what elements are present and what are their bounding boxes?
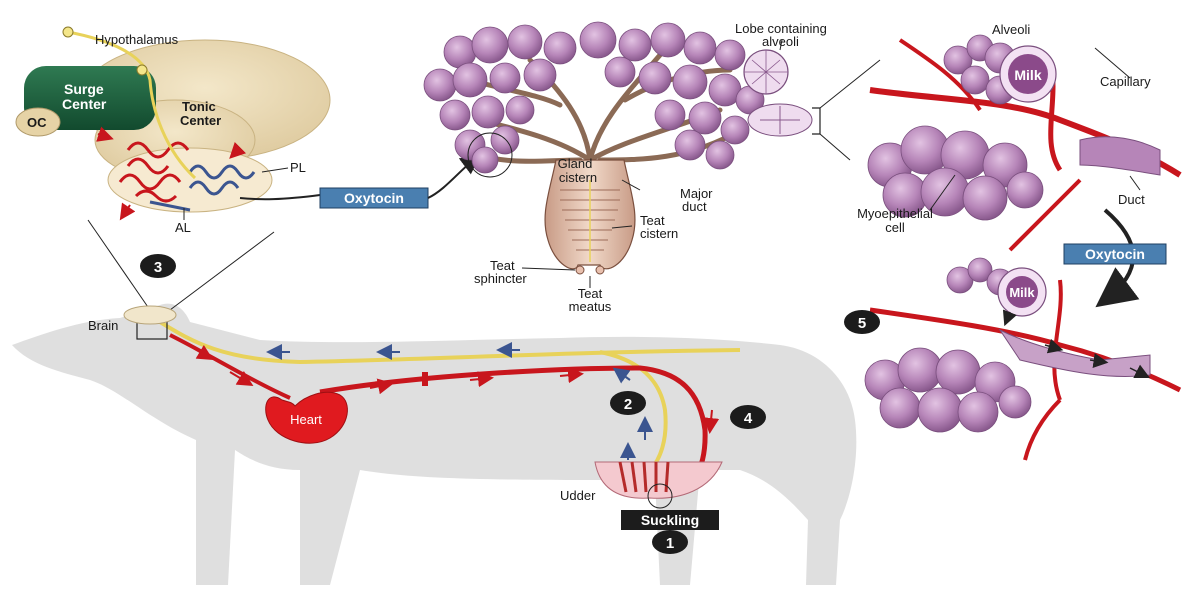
label-alveoli: Alveoli <box>992 22 1030 37</box>
mammary-gland-illustration <box>424 22 880 288</box>
svg-text:Oxytocin: Oxytocin <box>1085 246 1145 262</box>
svg-text:1: 1 <box>666 535 674 552</box>
label-capillary: Capillary <box>1100 74 1151 89</box>
label-surge-center-line2: Center <box>62 96 107 112</box>
label-duct: Duct <box>1118 192 1145 207</box>
svg-text:2: 2 <box>624 396 632 413</box>
step-2-badge: 2 <box>610 391 646 415</box>
svg-text:4: 4 <box>744 410 753 427</box>
label-cell: cell <box>885 220 905 235</box>
suckling-badge: Suckling <box>621 510 719 530</box>
label-alveoli-lobe: alveoli <box>762 34 799 49</box>
label-duct-major: duct <box>682 199 707 214</box>
label-milk-top: Milk <box>1014 67 1041 83</box>
label-cistern-gland: cistern <box>559 170 597 185</box>
label-al: AL <box>175 220 191 235</box>
label-gland: Gland <box>558 156 593 171</box>
pituitary-gland <box>108 148 272 212</box>
label-surge-center-line1: Surge <box>64 81 104 97</box>
label-meatus: meatus <box>569 299 612 314</box>
step-3-badge: 3 <box>140 254 176 278</box>
label-oc: OC <box>27 115 47 130</box>
oxytocin-badge-top: Oxytocin <box>320 188 428 208</box>
step-4-badge: 4 <box>730 405 766 429</box>
label-myoepithelial: Myoepithelial <box>857 206 933 221</box>
label-brain: Brain <box>88 318 118 333</box>
svg-text:Suckling: Suckling <box>641 512 699 528</box>
label-cistern-teat: cistern <box>640 226 678 241</box>
label-heart: Heart <box>290 412 322 427</box>
svg-text:5: 5 <box>858 315 866 332</box>
label-sphincter: sphincter <box>474 271 527 286</box>
svg-text:3: 3 <box>154 259 162 276</box>
oxytocin-badge-right: Oxytocin <box>1064 244 1166 264</box>
label-hypothalamus: Hypothalamus <box>95 32 179 47</box>
svg-text:Oxytocin: Oxytocin <box>344 190 404 206</box>
label-pl: PL <box>290 160 306 175</box>
label-milk-bottom: Milk <box>1009 285 1035 300</box>
step-1-badge: 1 <box>652 530 688 554</box>
step-5-badge: 5 <box>844 310 880 334</box>
cow-silhouette <box>12 304 856 585</box>
label-udder: Udder <box>560 488 596 503</box>
label-tonic-center-line1: Tonic <box>182 99 216 114</box>
label-tonic-center-line2: Center <box>180 113 221 128</box>
brain-pituitary-illustration <box>16 27 330 217</box>
